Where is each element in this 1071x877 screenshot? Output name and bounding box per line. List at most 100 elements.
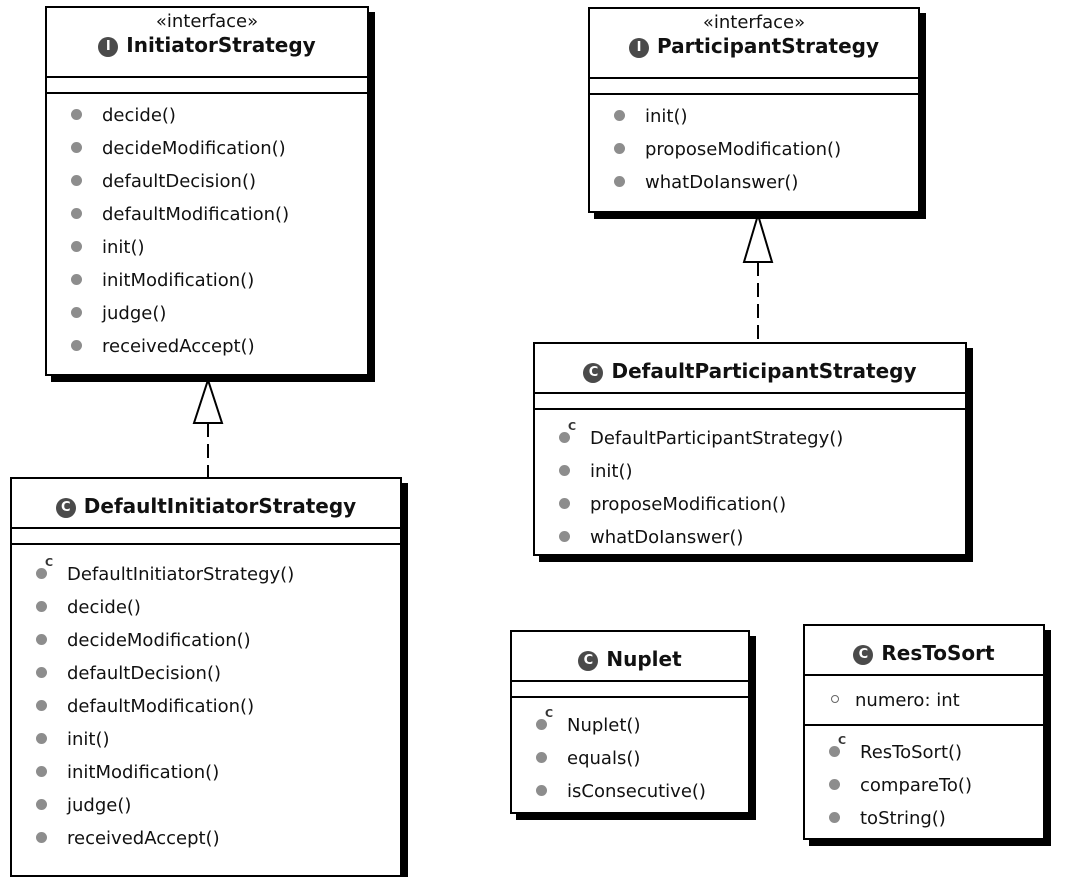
method-item[interactable]: toString() xyxy=(829,802,1043,835)
class-icon: C xyxy=(853,645,874,665)
method-item[interactable]: init() xyxy=(559,455,965,488)
method-item[interactable]: init() xyxy=(36,723,400,756)
public-method-icon xyxy=(536,752,547,763)
class-name-text: Nuplet xyxy=(606,647,682,671)
method-item[interactable]: proposeModification() xyxy=(559,488,965,521)
public-method-icon xyxy=(614,176,625,187)
method-item[interactable]: whatDoIanswer() xyxy=(559,521,965,554)
method-item[interactable]: receivedAccept() xyxy=(36,822,400,855)
class-name-text: DefaultInitiatorStrategy xyxy=(83,494,357,518)
method-item[interactable]: proposeModification() xyxy=(614,133,918,166)
public-method-icon xyxy=(71,109,82,120)
constructor-icon: C xyxy=(36,557,53,579)
public-method-icon xyxy=(71,307,82,318)
public-method-icon xyxy=(536,785,547,796)
public-method-icon xyxy=(829,779,840,790)
constructor-icon: C xyxy=(536,708,553,730)
method-item[interactable]: defaultDecision() xyxy=(36,657,400,690)
method-item[interactable]: decide() xyxy=(71,99,367,132)
method-item[interactable]: defaultDecision() xyxy=(71,165,367,198)
methods-compartment: init() proposeModification() whatDoIansw… xyxy=(590,95,918,199)
class-name-text: InitiatorStrategy xyxy=(126,33,316,57)
method-item[interactable]: decide() xyxy=(36,591,400,624)
realization-default-participant-to-participant xyxy=(742,211,774,342)
class-icon: C xyxy=(55,498,76,518)
class-name-text: DefaultParticipantStrategy xyxy=(611,359,917,383)
constructor-icon: C xyxy=(559,421,576,443)
public-method-icon xyxy=(36,667,47,678)
method-item[interactable]: decideModification() xyxy=(36,624,400,657)
class-header: C Nuplet xyxy=(512,632,748,682)
public-method-icon xyxy=(36,832,47,843)
public-method-icon xyxy=(559,465,570,476)
public-method-icon xyxy=(71,241,82,252)
attributes-compartment xyxy=(535,394,965,410)
interface-icon: I xyxy=(98,37,119,57)
attributes-compartment xyxy=(12,529,400,545)
public-method-icon xyxy=(614,143,625,154)
public-method-icon xyxy=(36,634,47,645)
class-header: C DefaultInitiatorStrategy xyxy=(12,479,400,529)
public-method-icon xyxy=(36,700,47,711)
method-item[interactable]: defaultModification() xyxy=(36,690,400,723)
method-item[interactable]: initModification() xyxy=(36,756,400,789)
class-name-text: ResToSort xyxy=(881,641,995,665)
attributes-compartment: numero: int xyxy=(805,676,1043,726)
method-item[interactable]: isConsecutive() xyxy=(536,775,748,808)
public-method-icon xyxy=(71,175,82,186)
class-name: C ResToSort xyxy=(805,626,1043,666)
public-method-icon xyxy=(71,208,82,219)
field-icon xyxy=(831,695,839,703)
class-name: C DefaultInitiatorStrategy xyxy=(12,479,400,519)
method-item[interactable]: decideModification() xyxy=(71,132,367,165)
realization-default-initiator-to-initiator xyxy=(192,376,224,477)
method-item[interactable]: judge() xyxy=(71,297,367,330)
public-method-icon xyxy=(71,274,82,285)
method-item[interactable]: receivedAccept() xyxy=(71,330,367,363)
class-name: C Nuplet xyxy=(512,632,748,672)
class-header: «interface» I InitiatorStrategy xyxy=(47,8,367,78)
public-method-icon xyxy=(614,110,625,121)
class-name-text: ParticipantStrategy xyxy=(656,34,880,58)
field-item[interactable]: numero: int xyxy=(831,684,1043,717)
method-item[interactable]: init() xyxy=(71,231,367,264)
class-icon: C xyxy=(578,651,599,671)
constructor-icon: C xyxy=(829,735,846,757)
method-item[interactable]: init() xyxy=(614,100,918,133)
method-item[interactable]: whatDoIanswer() xyxy=(614,166,918,199)
method-item[interactable]: initModification() xyxy=(71,264,367,297)
public-method-icon xyxy=(71,142,82,153)
attributes-compartment xyxy=(590,79,918,95)
method-item[interactable]: equals() xyxy=(536,742,748,775)
class-icon: C xyxy=(583,363,604,383)
methods-compartment: decide() decideModification() defaultDec… xyxy=(47,94,367,363)
class-name: C DefaultParticipantStrategy xyxy=(535,344,965,384)
stereotype-label: «interface» xyxy=(155,11,259,32)
public-method-icon xyxy=(36,601,47,612)
attributes-compartment xyxy=(47,78,367,94)
public-method-icon xyxy=(36,733,47,744)
class-header: C DefaultParticipantStrategy xyxy=(535,344,965,394)
public-method-icon xyxy=(559,498,570,509)
initiator-strategy-interface[interactable]: «interface» I InitiatorStrategy decide() … xyxy=(45,6,369,376)
realization-connectors xyxy=(192,211,774,477)
method-item[interactable]: judge() xyxy=(36,789,400,822)
class-header: C ResToSort xyxy=(805,626,1043,676)
method-item[interactable]: defaultModification() xyxy=(71,198,367,231)
stereotype-label: «interface» xyxy=(702,12,806,33)
attributes-compartment xyxy=(512,682,748,698)
public-method-icon xyxy=(559,531,570,542)
method-item[interactable]: compareTo() xyxy=(829,769,1043,802)
